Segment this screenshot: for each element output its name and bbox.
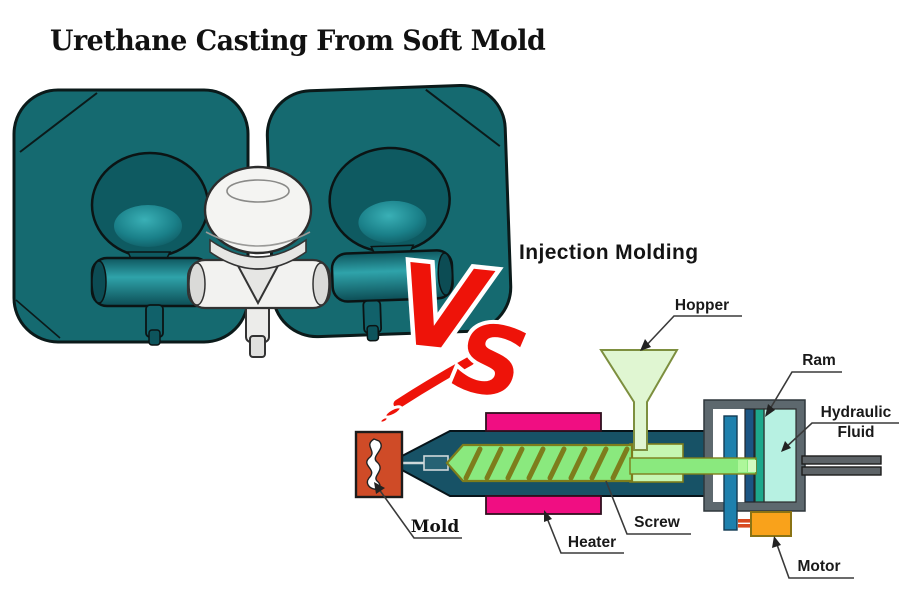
- vs-swoosh: [393, 356, 475, 409]
- ram-arrowhead: [765, 404, 775, 417]
- motor-arrowhead: [772, 536, 781, 548]
- hopper-funnel: [599, 349, 679, 451]
- push-rod-bottom: [801, 466, 882, 476]
- motor-coupling-top: [738, 519, 752, 523]
- ram-plate: [754, 408, 765, 503]
- label-ram: Ram: [802, 352, 836, 369]
- motor-leader: [774, 538, 854, 579]
- push-rod-top: [801, 455, 882, 465]
- cast-part: [186, 165, 332, 358]
- shank-segment-2: [748, 460, 756, 472]
- mold-leader: [375, 484, 462, 539]
- vs-badge: V S: [379, 235, 540, 427]
- injection-molding-heading: Injection Molding: [519, 241, 699, 264]
- heater-arrowhead: [544, 510, 552, 522]
- hydraulic-leader: [782, 422, 899, 451]
- hopper-arrowhead: [640, 339, 651, 351]
- page-title: Urethane Casting From Soft Mold: [50, 24, 546, 57]
- hydraulic-fluid-chamber: [763, 408, 797, 503]
- mold-cavity: [366, 438, 382, 490]
- label-heater: Heater: [567, 534, 617, 551]
- leader-lines: [375, 315, 899, 579]
- ram-leader: [766, 371, 842, 415]
- injection-machine: [354, 349, 882, 537]
- label-mold: Mold: [410, 517, 460, 537]
- motor-coupling-bottom: [738, 524, 752, 528]
- navy-bar: [744, 408, 755, 503]
- soft-mold-left-half: [12, 88, 250, 346]
- shank-segment: [738, 460, 747, 472]
- screw-flights: [463, 446, 630, 481]
- cast-part-dome: [203, 165, 313, 255]
- label-hydraulic-line2: Fluid: [837, 424, 875, 441]
- leader-arrowheads: [374, 339, 791, 548]
- motor-box: [750, 511, 792, 537]
- screw-leader: [605, 480, 691, 535]
- heater-band-bottom: [485, 495, 602, 515]
- label-hydraulic-line1: Hydraulic: [820, 404, 892, 421]
- mold-edge-line: [19, 92, 98, 153]
- label-hopper: Hopper: [674, 297, 730, 314]
- hydraulic-arrowhead: [781, 441, 791, 452]
- soft-mold-illustration: [12, 83, 513, 358]
- label-motor: Motor: [797, 558, 841, 575]
- heater-band-top: [485, 412, 602, 432]
- hopper-leader: [641, 315, 742, 351]
- mold-arrowhead: [374, 482, 385, 494]
- label-screw: Screw: [634, 514, 680, 531]
- heater-leader: [544, 512, 624, 554]
- cavity-dome: [114, 205, 182, 247]
- screw-shank: [629, 457, 757, 475]
- nozzle: [423, 455, 449, 471]
